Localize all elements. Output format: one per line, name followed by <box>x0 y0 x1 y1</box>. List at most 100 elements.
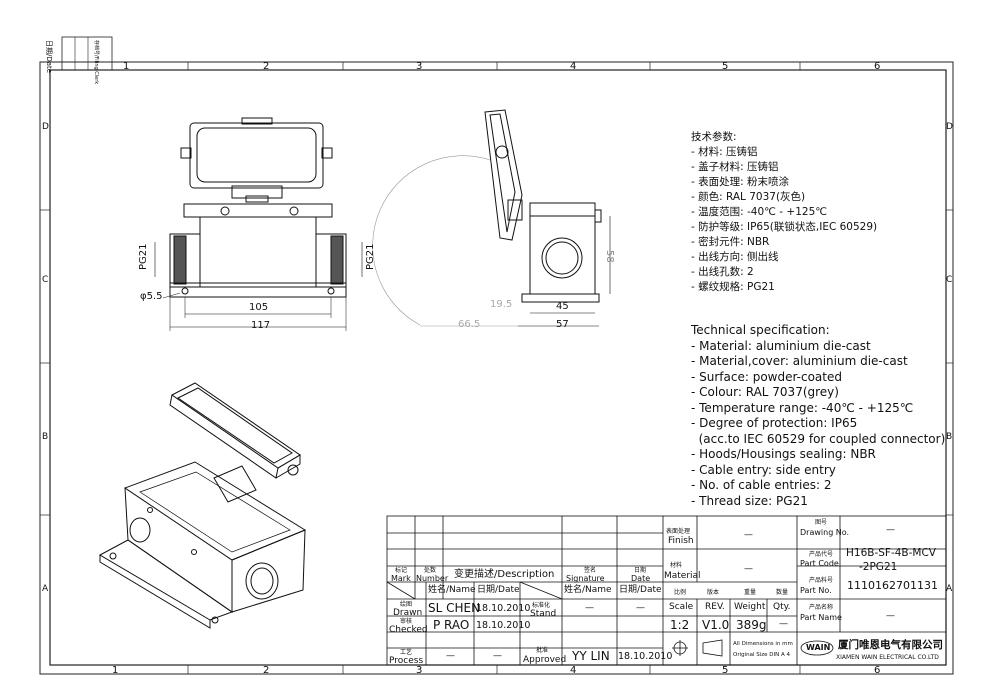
isometric-view <box>98 382 307 629</box>
spec-en-item: - Cable entry: side entry <box>691 462 836 477</box>
spec-en-item: - Material,cover: aluminium die-cast <box>691 354 908 368</box>
spec-english: Technical specification: - Material: alu… <box>691 323 945 509</box>
tb-weight-cn: 重量 <box>744 589 757 596</box>
spec-cn-item: - 颜色: RAL 7037(灰色) <box>691 191 806 203</box>
dim-pg21-right: PG21 <box>365 243 376 270</box>
row-label-d-right: D <box>946 122 953 132</box>
dim-pg21-left: PG21 <box>138 243 149 270</box>
tb-checked-en: Checked <box>389 625 428 635</box>
tb-rev-en: REV. <box>705 602 725 612</box>
spec-cn-item: - 温度范围: -40℃ - +125℃ <box>691 206 828 218</box>
tb-drawing-no-en: Drawing No. <box>800 528 850 537</box>
row-label-d-left: D <box>42 122 49 132</box>
col-label-6-bottom: 6 <box>874 665 881 676</box>
tb-stand-cn: 标准化 <box>532 602 551 609</box>
spec-en-item: - Material: aluminium die-cast <box>691 338 871 353</box>
tb-part-name-value: — <box>886 611 895 621</box>
tb-material-value: — <box>744 564 753 574</box>
tb-material-en: Material <box>664 571 701 581</box>
tb-checked-cn: 审核 <box>400 618 413 625</box>
tb-part-no-value: 1110162701131 <box>847 579 938 592</box>
row-label-b-left: B <box>42 432 49 442</box>
tb-process-cn: 工艺 <box>400 649 413 656</box>
tb-description: 变更描述/Description <box>454 569 555 580</box>
spec-cn-item: - 表面处理: 粉末喷涂 <box>691 176 790 188</box>
tb-checked-date: 18.10.2010 <box>476 620 531 631</box>
tb-part-no-en: Part No. <box>800 586 832 595</box>
tb-stand-en: Stand <box>530 609 557 619</box>
col-label-4-bottom: 4 <box>570 665 577 676</box>
spec-chinese: 技术参数: - 材料: 压铸铝 - 盖子材料: 压铸铝 - 表面处理: 粉末喷涂… <box>691 129 877 294</box>
tb-part-code-cn: 产品代号 <box>809 551 834 558</box>
tb-drawing-no-value: — <box>886 525 895 535</box>
spec-en-item: - Thread size: PG21 <box>691 493 808 508</box>
spec-cn-item: - 盖子材料: 压铸铝 <box>691 161 779 173</box>
tb-process-en: Process <box>389 656 424 666</box>
col-label-5-top: 5 <box>722 61 729 72</box>
spec-en-item: (acc.to IEC 60529 for coupled connector) <box>691 431 946 446</box>
tb-date-header: 日期/Date <box>477 585 520 595</box>
tb-rev-cn: 版本 <box>707 589 720 596</box>
col-label-2-top: 2 <box>263 61 270 72</box>
tb-name-header-2: 姓名/Name <box>564 585 612 595</box>
col-label-1-bottom: 1 <box>112 665 119 676</box>
tb-qty-cn: 数量 <box>776 589 789 596</box>
col-label-5-bottom: 5 <box>722 665 729 676</box>
tb-process-date: — <box>493 651 502 661</box>
spec-cn-item: - 密封元件: NBR <box>691 236 770 248</box>
col-label-3-bottom: 3 <box>416 665 423 676</box>
row-label-b-right: B <box>946 432 953 442</box>
tb-drawn-date: 18.10.2010 <box>476 603 531 614</box>
tb-stand-name: — <box>585 603 594 613</box>
spec-en-item: - Degree of protection: IP65 <box>691 416 858 430</box>
tb-finish-cn: 表面处理 <box>666 528 691 535</box>
tb-signature-cn: 签名 <box>584 567 597 574</box>
tb-qty-value: — <box>779 619 788 629</box>
tb-weight-value: 389g <box>736 618 767 632</box>
tb-approved-name: YY LIN <box>572 649 610 663</box>
outer-border <box>39 61 954 675</box>
tb-drawing-no-cn: 图号 <box>815 519 828 526</box>
tb-mark-en: Mark <box>391 574 411 583</box>
tb-mark-cn: 标记 <box>395 567 408 574</box>
tb-company-en: XIAMEN WAIN ELECTRICAL CO.LTD <box>836 654 939 661</box>
row-label-a-left: A <box>42 584 49 594</box>
tb-part-code-en: Part Code <box>800 559 839 568</box>
spec-en-item: - Hoods/Housings sealing: NBR <box>691 447 876 461</box>
tb-drawn-en: Drawn <box>393 608 423 618</box>
spec-en-item: - No. of cable entries: 2 <box>691 478 832 492</box>
spec-en-item: - Surface: powder-coated <box>691 369 842 384</box>
tb-rev-value: V1.0 <box>702 618 730 632</box>
tb-dims-note-1: All Dimensions in mm <box>733 641 793 647</box>
tb-material-cn: 材料 <box>670 562 683 569</box>
dim-105: 105 <box>249 302 269 313</box>
dim-66-5: 66.5 <box>458 319 481 330</box>
filing-clerk-label: 存档号/Filing Clerk <box>93 40 99 85</box>
tb-approved-date: 18.10.2010 <box>618 651 673 662</box>
tb-approved-cn: 批准 <box>536 647 549 654</box>
tb-date-en: Date <box>631 574 651 583</box>
col-label-1-top: 1 <box>123 61 130 72</box>
tb-drawn-name: SL CHEN <box>428 601 481 615</box>
tb-scale-en: Scale <box>669 602 694 612</box>
spec-en-item: - Temperature range: -40℃ - +125℃ <box>691 400 914 415</box>
tb-qty-en: Qty. <box>773 602 791 612</box>
tb-date-cn: 日期 <box>634 567 647 574</box>
filing-box <box>61 36 113 71</box>
dim-117: 117 <box>251 320 271 331</box>
spec-en-item: - Colour: RAL 7037(grey) <box>691 385 839 399</box>
tb-scale-cn: 比例 <box>674 589 687 596</box>
tb-scale-value: 1:2 <box>670 618 690 632</box>
company-logo-icon: WAIN <box>806 643 831 652</box>
row-label-c-right: C <box>946 275 953 285</box>
tb-checked-name: P RAO <box>433 618 470 632</box>
filing-date-label: 日期/Date <box>45 40 53 74</box>
spec-cn-item: - 螺纹规格: PG21 <box>691 281 775 293</box>
dim-58: 58 <box>604 250 615 263</box>
spec-cn-title: 技术参数: <box>691 131 737 143</box>
spec-cn-item: - 出线孔数: 2 <box>691 266 754 278</box>
dim-45: 45 <box>556 301 569 312</box>
tb-part-name-en: Part Name <box>800 613 842 622</box>
tb-part-code-line1: H16B-SF-4B-MCV <box>846 547 936 559</box>
